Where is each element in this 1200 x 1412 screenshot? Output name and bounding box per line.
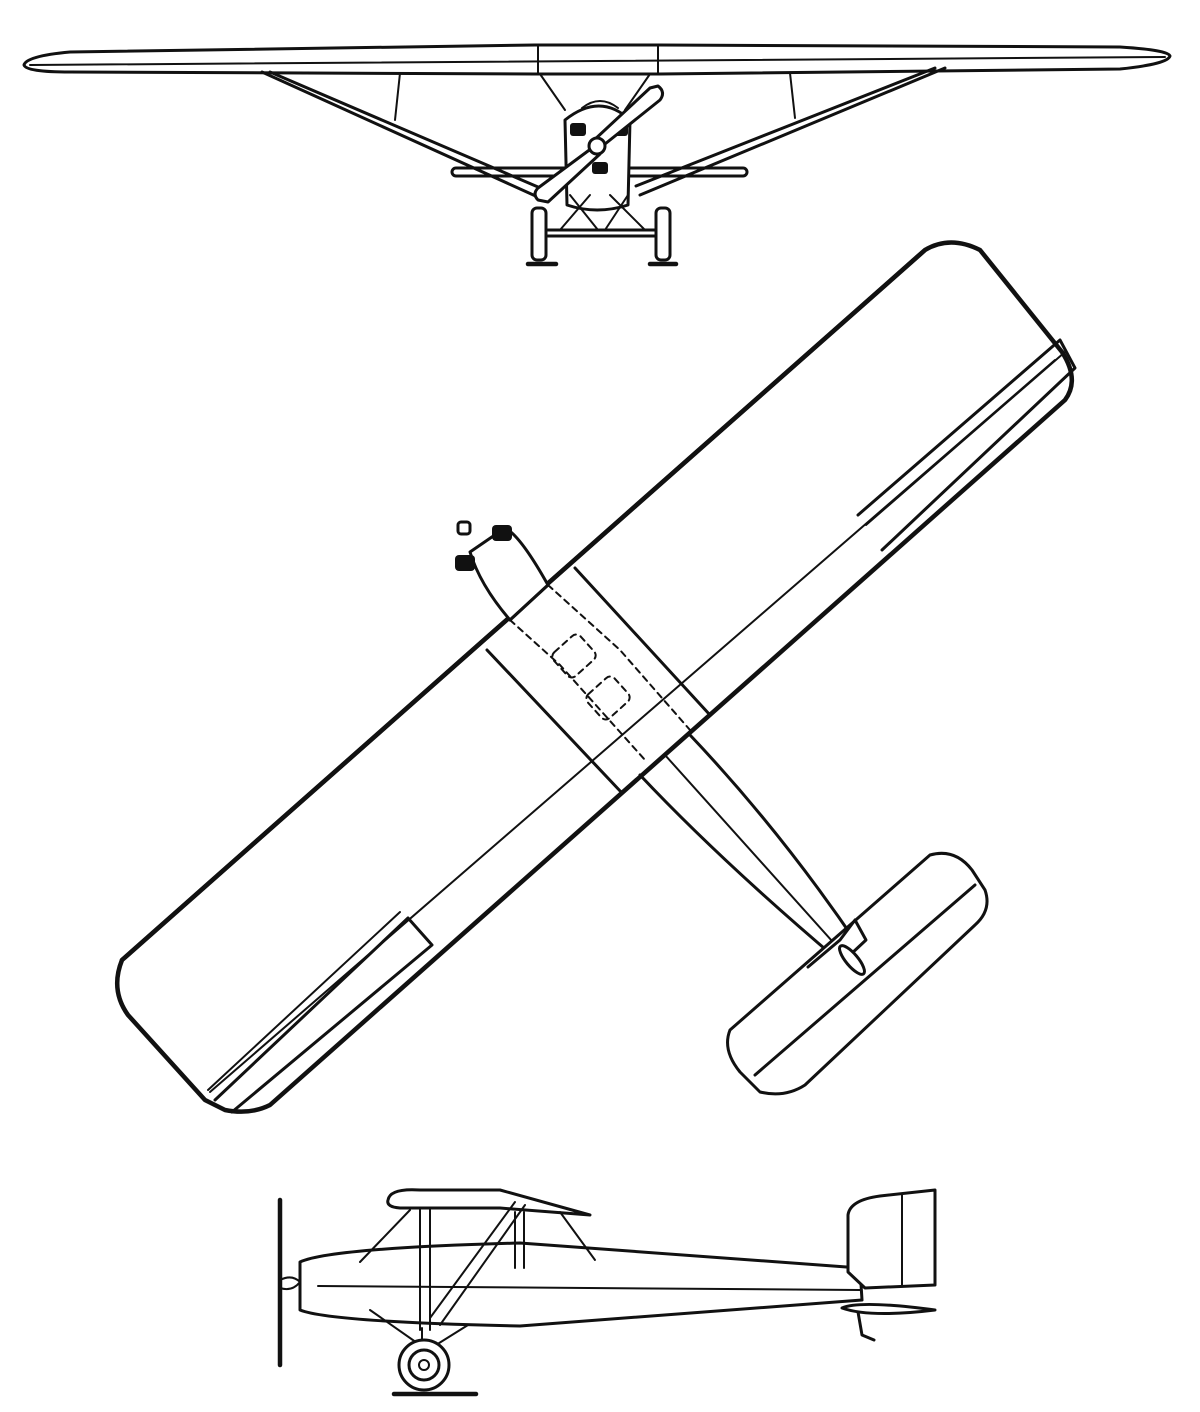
side-view	[277, 1188, 937, 1397]
plan-view	[114, 240, 1077, 1114]
plan-rudder	[838, 944, 866, 976]
plan-fuselage-hidden-right	[547, 584, 691, 731]
plan-elevator-hinge	[753, 883, 977, 1077]
plan-cockpit-front	[551, 633, 597, 679]
side-fuselage-stringer	[317, 1285, 861, 1291]
front-strut-left-a	[260, 70, 542, 200]
front-cabane-left	[539, 73, 566, 111]
plan-aileron-right	[856, 338, 1077, 552]
front-strut-left-b	[268, 70, 547, 192]
side-bracing-front	[359, 1209, 411, 1263]
plan-firewall	[508, 583, 550, 622]
front-cabane-right	[624, 73, 651, 111]
front-wheel-right	[654, 206, 672, 262]
side-bracing-rear	[559, 1211, 596, 1261]
plan-spinner	[456, 520, 472, 536]
front-wheel-left	[530, 206, 548, 262]
front-rib-right	[789, 72, 796, 119]
front-gear-v-right-b	[604, 194, 629, 231]
plan-cockpit-rear	[585, 675, 631, 721]
front-gear-v-right-a	[609, 194, 646, 231]
side-fin-rudder	[846, 1188, 937, 1290]
side-wing	[386, 1188, 592, 1217]
front-strut-right-a	[638, 66, 947, 197]
side-strut-diag-a	[429, 1201, 516, 1319]
front-spinner	[587, 136, 607, 156]
front-rib-left	[394, 72, 401, 121]
front-cylinder-left	[570, 123, 586, 136]
side-wheel-hub	[418, 1359, 430, 1371]
plan-fuselage-rear-right	[688, 733, 860, 947]
plan-aileron-left	[213, 916, 434, 1114]
side-wheel-hub-ring	[407, 1348, 441, 1382]
side-tailskid	[856, 1310, 876, 1342]
front-wing	[22, 43, 1172, 76]
side-gear-leg-b	[369, 1309, 421, 1346]
plan-fuselage-rear-left	[638, 773, 840, 962]
side-strut-diag-b	[439, 1204, 526, 1326]
side-wheel	[397, 1338, 451, 1392]
plan-center-rib-right	[573, 566, 712, 717]
plan-aileron-right-hinge	[865, 351, 1066, 526]
plan-cylinder-right	[492, 525, 512, 541]
plan-aileron-left-hinge	[207, 911, 401, 1091]
side-fuselage	[298, 1241, 864, 1328]
front-strut-right-b	[634, 66, 937, 188]
plan-wing	[114, 240, 1074, 1114]
front-cockpit	[581, 100, 619, 109]
plan-fuselage-hidden-left	[509, 619, 646, 761]
front-gear-v-left-a	[559, 194, 591, 231]
plan-cylinder-left	[455, 555, 475, 571]
front-view	[22, 43, 1172, 267]
front-gear-v-left-b	[569, 194, 599, 231]
side-spinner	[279, 1276, 301, 1291]
side-tailplane	[840, 1302, 937, 1316]
plan-elevator-cutout	[806, 918, 868, 969]
front-cylinder-bottom	[592, 162, 608, 174]
front-wing-chord-line	[29, 56, 1166, 66]
plan-center-rib-left	[485, 648, 624, 795]
